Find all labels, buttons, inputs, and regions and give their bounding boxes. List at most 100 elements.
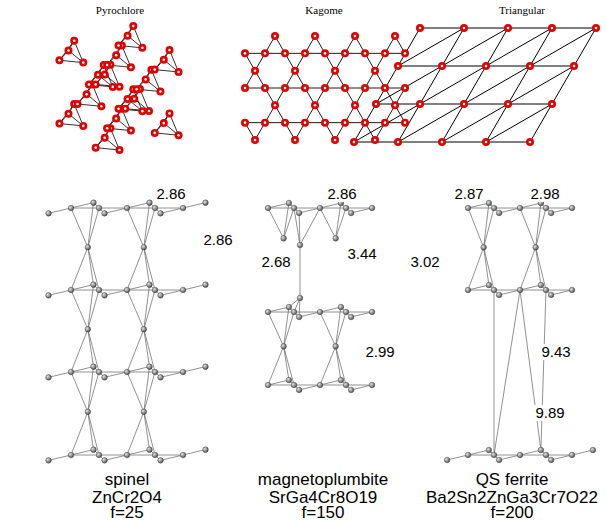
lattice-site [151, 129, 159, 137]
bond [494, 455, 520, 456]
lattice-site [160, 119, 168, 127]
bond [320, 312, 336, 346]
bond [499, 208, 520, 213]
lattice-site [291, 67, 299, 75]
lattice-site [504, 24, 512, 32]
bond [127, 455, 155, 456]
distance-label: 2.98 [529, 186, 560, 203]
lattice-bonds [59, 26, 596, 150]
lattice-site [129, 22, 137, 30]
bond [468, 203, 489, 208]
atom [496, 457, 502, 463]
lattice-bond [508, 104, 552, 105]
bond [155, 372, 183, 373]
lattice-site [381, 49, 389, 57]
atom [291, 382, 297, 388]
lattice-bond [398, 28, 420, 66]
site-center [294, 69, 297, 72]
atom [291, 205, 297, 211]
atom [91, 364, 97, 370]
atom [102, 458, 108, 464]
bond [71, 290, 99, 291]
bond [144, 285, 150, 330]
bond [88, 412, 99, 455]
bond [105, 290, 127, 295]
lattice-bond [464, 66, 530, 104]
bond [127, 372, 144, 412]
bond [320, 208, 336, 238]
bond [551, 208, 572, 213]
bond [494, 290, 495, 455]
lattice-bond [552, 28, 596, 29]
lattice-bond [442, 28, 508, 66]
lattice-site [381, 119, 389, 127]
atom [338, 304, 344, 310]
bond [447, 455, 468, 460]
bond [468, 455, 494, 456]
bond [520, 290, 541, 450]
site-center [132, 25, 135, 28]
atom [152, 452, 158, 458]
atom [543, 287, 549, 293]
lattice-bond [398, 28, 464, 66]
lattice-site [291, 136, 299, 144]
bond [155, 208, 183, 209]
site-center [384, 52, 387, 55]
atom [297, 295, 303, 301]
bond [320, 307, 341, 312]
bond [144, 203, 150, 248]
bond [336, 307, 341, 346]
distance-label: 3.44 [346, 246, 377, 263]
lattice-site [251, 136, 259, 144]
lattice-site [592, 24, 600, 32]
lattice-site [482, 62, 490, 70]
site-center [67, 49, 70, 52]
site-center [397, 141, 400, 144]
atom [444, 457, 450, 463]
bond [351, 208, 372, 213]
bond [71, 208, 88, 247]
lattice-site [381, 84, 389, 92]
lattice-site [391, 32, 399, 40]
site-center [294, 139, 297, 142]
site-center [284, 121, 287, 124]
atom [102, 375, 108, 381]
lattice-site [101, 134, 109, 142]
atom [569, 452, 575, 458]
bond [127, 247, 144, 290]
site-center [103, 137, 106, 140]
bond [88, 247, 94, 284]
site-center [85, 93, 88, 96]
atom [102, 211, 108, 217]
bond [468, 285, 489, 290]
lattice-site [92, 144, 100, 152]
site-center [82, 61, 85, 64]
site-center [58, 122, 61, 125]
site-center [82, 125, 85, 128]
site-center [163, 59, 166, 62]
atom [297, 242, 303, 248]
bond [88, 285, 94, 330]
site-center [117, 44, 120, 47]
bond [127, 290, 155, 291]
bond [541, 290, 546, 450]
lattice-site [321, 84, 329, 92]
bond [468, 208, 494, 209]
atom [152, 205, 158, 211]
bond [71, 372, 99, 373]
atom [68, 369, 74, 375]
site-center [58, 59, 61, 62]
bond [494, 208, 520, 209]
lattice-site [138, 44, 146, 52]
bond [183, 203, 205, 208]
lattice-site [371, 136, 379, 144]
site-center [94, 146, 97, 149]
lattice-title: Kagome [305, 4, 342, 16]
bond [99, 455, 127, 456]
bond [49, 455, 71, 460]
atom [517, 205, 523, 211]
atom [517, 452, 523, 458]
bond [105, 372, 127, 377]
lattice-title: Pyrochlore [96, 4, 144, 16]
bond [71, 455, 99, 456]
